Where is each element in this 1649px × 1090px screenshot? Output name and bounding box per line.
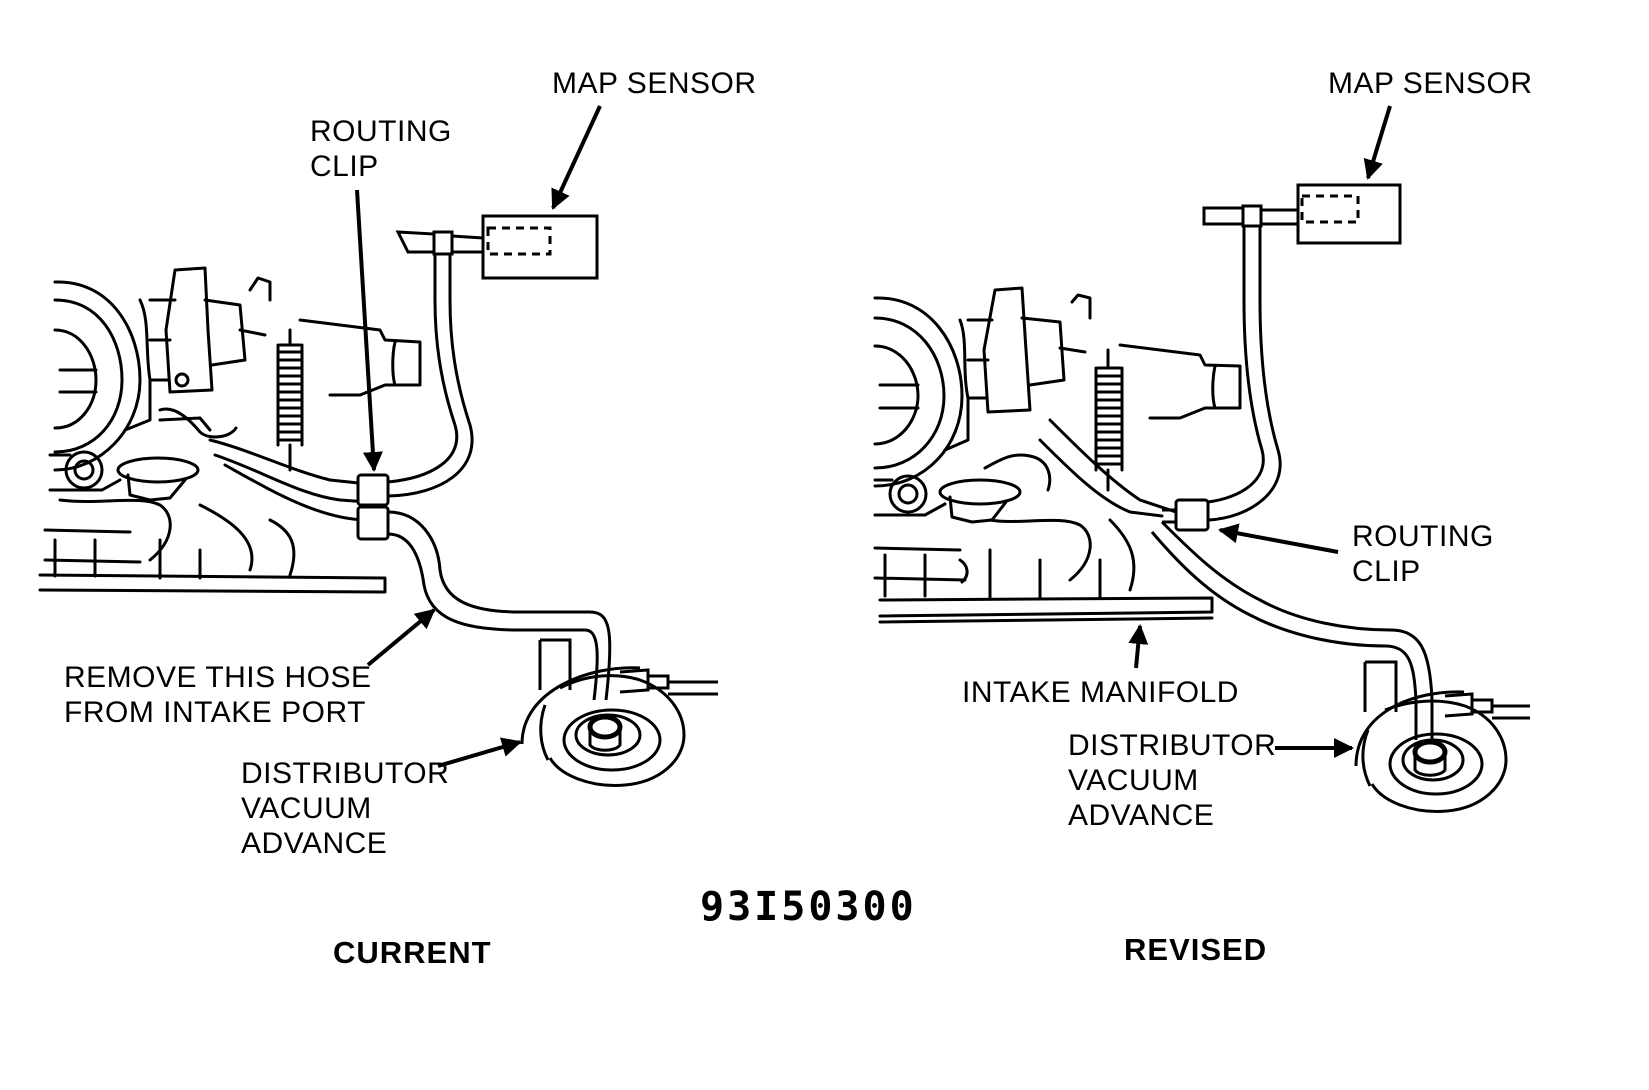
current-distributor-hose bbox=[387, 510, 612, 701]
current-remove-hose-label: REMOVE THIS HOSE FROM INTAKE PORT bbox=[64, 660, 372, 730]
current-remove-hose-line-2: FROM INTAKE PORT bbox=[64, 696, 366, 729]
current-arrows bbox=[355, 105, 602, 768]
current-distributor-arrow bbox=[437, 737, 522, 768]
current-caption: CURRENT bbox=[333, 935, 492, 970]
revised-routing-clip-label: ROUTING CLIP bbox=[1352, 519, 1494, 589]
current-map-hose bbox=[387, 254, 474, 498]
figure-code: 93I50300 bbox=[700, 884, 917, 930]
revised-distributor-vacuum-advance bbox=[1354, 660, 1530, 813]
current-engine-drawing bbox=[38, 266, 422, 594]
revised-map-hose bbox=[1207, 226, 1282, 522]
current-map-sensor-label: MAP SENSOR bbox=[552, 67, 757, 100]
revised-map-sensor-arrow bbox=[1363, 105, 1392, 180]
current-routing-clip-line-1: ROUTING bbox=[310, 115, 452, 148]
revised-distributor-line-3: ADVANCE bbox=[1068, 799, 1215, 832]
current-distributor-label: DISTRIBUTOR VACUUM ADVANCE bbox=[241, 756, 449, 861]
current-remove-hose-line-1: REMOVE THIS HOSE bbox=[64, 661, 372, 694]
revised-routing-clip-line-2: CLIP bbox=[1352, 555, 1421, 588]
current-routing-clip-label: ROUTING CLIP bbox=[310, 114, 452, 184]
revised-routing-clip bbox=[1162, 498, 1210, 532]
current-map-sensor bbox=[395, 214, 599, 280]
revised-distributor-line-1: DISTRIBUTOR bbox=[1068, 729, 1277, 762]
current-distributor-line-1: DISTRIBUTOR bbox=[241, 757, 450, 790]
revised-distributor-hose bbox=[1150, 520, 1434, 740]
current-routing-clip bbox=[356, 473, 390, 541]
revised-caption: REVISED bbox=[1124, 932, 1268, 967]
current-distributor-line-2: VACUUM bbox=[241, 792, 372, 825]
current-distributor-line-3: ADVANCE bbox=[241, 827, 388, 860]
current-routing-clip-line-2: CLIP bbox=[310, 150, 379, 183]
current-map-sensor-arrow bbox=[551, 105, 602, 210]
revised-map-sensor bbox=[1202, 183, 1402, 245]
current-routing-clip-arrow bbox=[355, 189, 383, 472]
revised-intake-manifold-arrow bbox=[1128, 624, 1149, 669]
revised-distributor-label: DISTRIBUTOR VACUUM ADVANCE bbox=[1068, 728, 1276, 833]
revised-map-sensor-label: MAP SENSOR bbox=[1328, 67, 1533, 100]
current-distributor-vacuum-advance bbox=[520, 638, 718, 787]
revised-distributor-line-2: VACUUM bbox=[1068, 764, 1199, 797]
revised-arrows bbox=[1128, 105, 1392, 758]
revised-intake-manifold-label: INTAKE MANIFOLD bbox=[962, 676, 1239, 709]
revised-engine-drawing bbox=[873, 286, 1242, 624]
revised-routing-clip-line-1: ROUTING bbox=[1352, 520, 1494, 553]
current-remove-hose-arrow bbox=[366, 608, 436, 667]
revised-routing-clip-arrow bbox=[1218, 523, 1339, 554]
